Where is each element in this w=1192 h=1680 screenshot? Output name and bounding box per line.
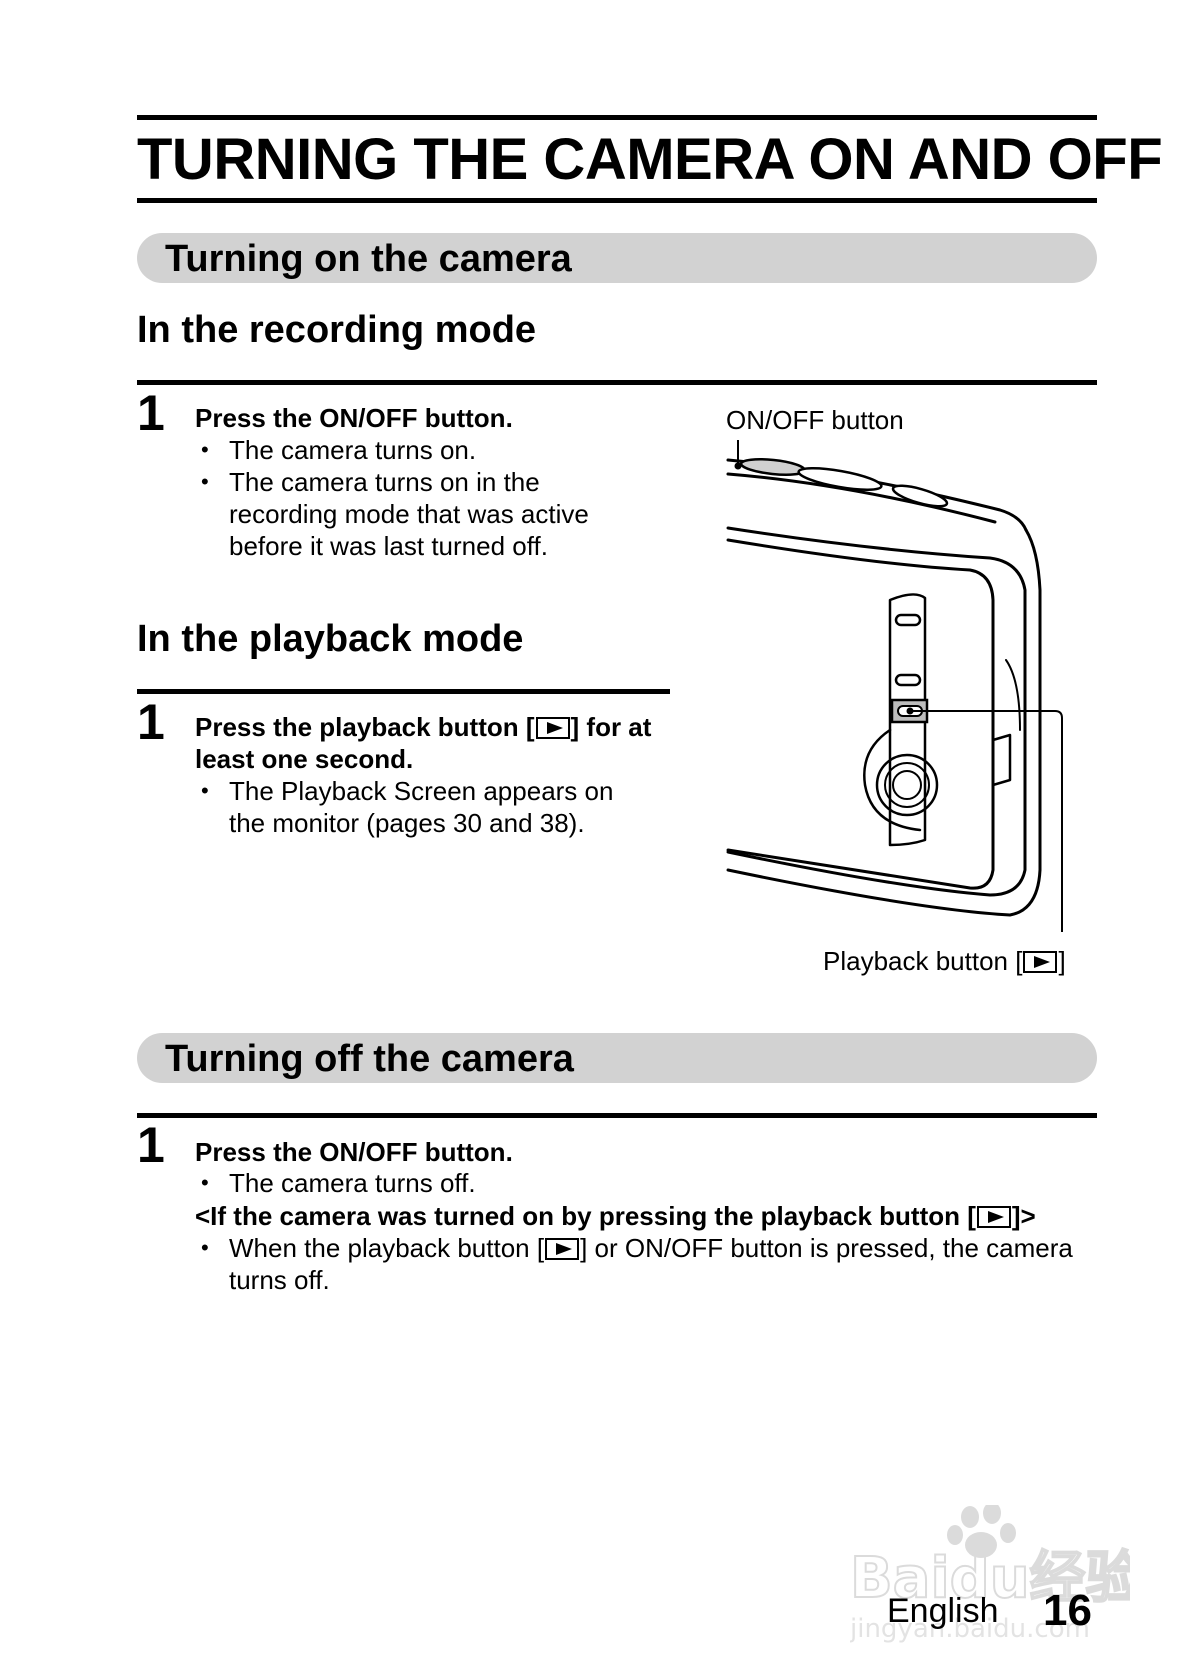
camera-illustration — [726, 440, 1063, 932]
playback-rule — [137, 689, 670, 694]
recording-bullet-list: The camera turns on. The camera turns on… — [195, 434, 635, 562]
page-title: TURNING THE CAMERA ON AND OFF — [137, 127, 1163, 192]
off-step-number: 1 — [137, 1117, 165, 1173]
list-item: When the playback button [] or ON/OFF bu… — [195, 1232, 1075, 1296]
playback-mode-heading: In the playback mode — [137, 618, 524, 660]
playback-triangle-icon — [976, 1206, 1011, 1228]
watermark-brand: Baidu经验 — [850, 1546, 1130, 1611]
list-item: The Playback Screen appears on the monit… — [195, 775, 655, 839]
playback-label-start: Playback button [ — [823, 946, 1023, 976]
title-bottom-rule — [137, 198, 1097, 203]
off-step-instruction: Press the ON/OFF button. — [195, 1137, 513, 1167]
playback-step-instruction: Press the playback button [] for at leas… — [195, 711, 675, 775]
footer-language: English — [887, 1592, 999, 1630]
playback-triangle-icon — [535, 717, 570, 739]
off-rule — [137, 1113, 1097, 1118]
baidu-watermark-logo: Baidu经验 jingyan.baidu.com — [850, 1505, 1130, 1644]
playback-bullet-list: The Playback Screen appears on the monit… — [195, 775, 655, 839]
recording-rule — [137, 380, 1097, 385]
playback-triangle-icon — [1023, 951, 1058, 973]
section-header-turning-off: Turning off the camera — [137, 1033, 1097, 1083]
section-title-turning-off: Turning off the camera — [165, 1038, 574, 1080]
recording-mode-heading: In the recording mode — [137, 309, 537, 351]
recording-step-instruction: Press the ON/OFF button. — [195, 403, 513, 433]
page-number: 16 — [1043, 1586, 1092, 1635]
off-bullet-list: The camera turns off. — [195, 1167, 1075, 1199]
list-item: The camera turns off. — [195, 1167, 1075, 1199]
list-item: The camera turns on in the recording mod… — [195, 466, 635, 562]
off-condition-start: <If the camera was turned on by pressing… — [195, 1201, 976, 1231]
watermark-url: jingyan.baidu.com — [850, 1614, 1090, 1644]
playback-label-end: ] — [1058, 946, 1066, 976]
off-condition-note: <If the camera was turned on by pressing… — [195, 1200, 1095, 1232]
off-note-end: ] or ON/OFF button is pressed, the camer… — [229, 1233, 1073, 1295]
onoff-button-label: ON/OFF button — [726, 405, 904, 435]
playback-instruction-end: ] for at least one second. — [195, 712, 652, 774]
off-condition-end: ]> — [1011, 1201, 1036, 1231]
section-title-turning-on: Turning on the camera — [165, 238, 572, 280]
title-top-rule — [137, 115, 1097, 120]
recording-step-number: 1 — [137, 385, 165, 441]
playback-instruction-start: Press the playback button [ — [195, 712, 535, 742]
off-note-list: When the playback button [] or ON/OFF bu… — [195, 1232, 1075, 1296]
off-note-start: When the playback button [ — [229, 1233, 545, 1263]
playback-triangle-icon — [545, 1238, 580, 1260]
playback-button-label: Playback button [] — [823, 946, 1066, 977]
playback-step-number: 1 — [137, 694, 165, 750]
section-header-turning-on: Turning on the camera — [137, 233, 1097, 283]
list-item: The camera turns on. — [195, 434, 635, 466]
